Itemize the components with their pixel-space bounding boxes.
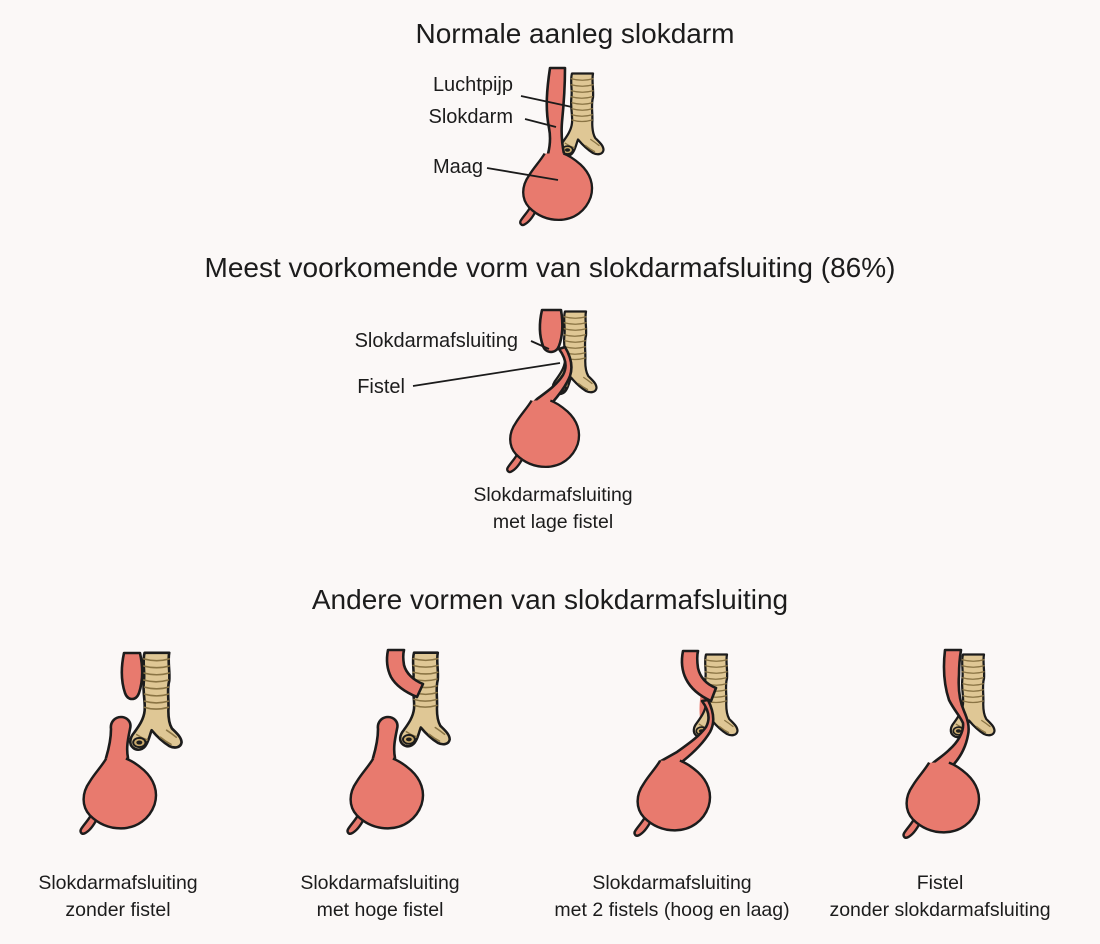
variant-two-fistulas-figure bbox=[633, 649, 739, 837]
upper-esophagus-pouch-drawing bbox=[120, 651, 144, 701]
caption-line: met hoge fistel bbox=[316, 899, 444, 921]
trachea-drawing bbox=[558, 72, 605, 158]
caption-line: met 2 fistels (hoog en laag) bbox=[554, 899, 790, 921]
esophagus-drawing bbox=[544, 66, 568, 166]
caption-line: zonder fistel bbox=[65, 899, 171, 921]
lower-esophagus-pouch-drawing bbox=[104, 715, 132, 767]
caption-line: Slokdarmafsluiting bbox=[473, 484, 633, 506]
lower-esophagus-pouch-drawing bbox=[371, 715, 399, 767]
caption-variant-two-fistulas: Slokdarmafsluiting met 2 fistels (hoog e… bbox=[537, 870, 807, 924]
trachea-drawing bbox=[398, 651, 451, 748]
stomach-drawing bbox=[79, 757, 158, 835]
label-trachea: Luchtpijp bbox=[432, 74, 513, 96]
caption-common-form: Slokdarmafsluiting met lage fistel bbox=[428, 482, 678, 536]
caption-line: Slokdarmafsluiting bbox=[38, 872, 198, 894]
stomach-drawing bbox=[633, 759, 712, 837]
variant-fistula-only-figure bbox=[902, 648, 996, 839]
upper-esophagus-pouch-drawing bbox=[538, 308, 564, 354]
label-esophagus: Slokdarm bbox=[428, 106, 513, 128]
section-title-normal: Normale aanleg slokdarm bbox=[415, 18, 735, 49]
stomach-drawing bbox=[902, 761, 981, 839]
caption-line: met lage fistel bbox=[492, 511, 614, 533]
label-fistula: Fistel bbox=[357, 376, 405, 398]
stomach-drawing bbox=[346, 757, 425, 835]
caption-variant-high-fistula: Slokdarmafsluiting met hoge fistel bbox=[270, 870, 490, 924]
normal-anatomy-figure bbox=[519, 66, 605, 227]
caption-line: Slokdarmafsluiting bbox=[592, 872, 752, 894]
label-stomach: Maag bbox=[432, 156, 483, 178]
label-atresia: Slokdarmafsluiting bbox=[354, 330, 518, 352]
caption-line: zonder slokdarmafsluiting bbox=[829, 899, 1051, 921]
upper-esophagus-fistula-drawing bbox=[385, 648, 425, 699]
stomach-drawing bbox=[506, 399, 581, 474]
variant-high-fistula-figure bbox=[346, 648, 451, 835]
caption-variant-fistula-only: Fistel zonder slokdarmafsluiting bbox=[815, 870, 1065, 924]
caption-variant-no-fistula: Slokdarmafsluiting zonder fistel bbox=[8, 870, 228, 924]
caption-line: Fistel bbox=[916, 872, 964, 894]
variant-no-fistula-figure bbox=[79, 651, 183, 835]
upper-esophagus-fistula-drawing bbox=[680, 649, 718, 703]
section-title-common: Meest voorkomende vorm van slokdarmafslu… bbox=[204, 252, 896, 283]
caption-line: Slokdarmafsluiting bbox=[300, 872, 460, 894]
stomach-drawing bbox=[519, 152, 594, 227]
section-title-other: Andere vormen van slokdarmafsluiting bbox=[311, 584, 789, 615]
